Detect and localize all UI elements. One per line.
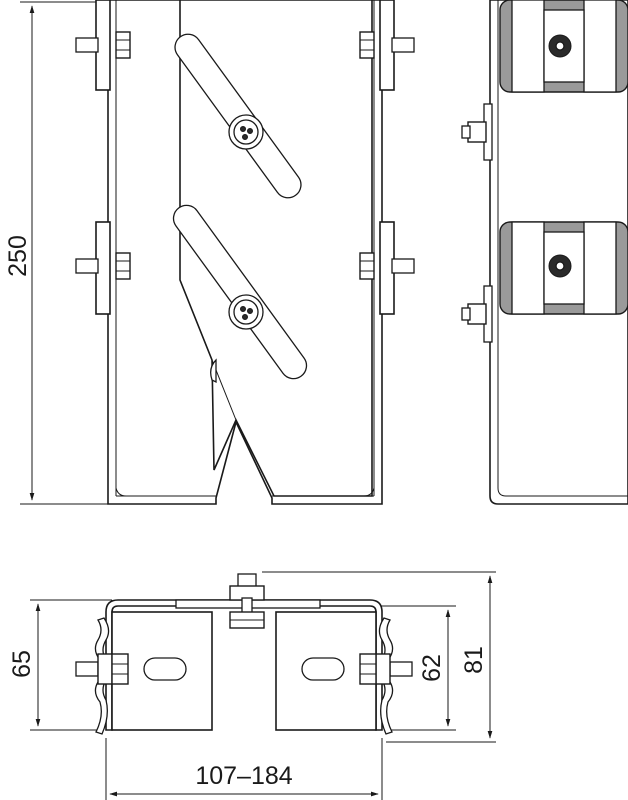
clamp-block-upper bbox=[499, 0, 628, 93]
side-bolt-upper bbox=[461, 103, 493, 161]
guide-notch bbox=[210, 358, 217, 384]
slot-screw-upper bbox=[228, 114, 264, 150]
dimension-62-label: 62 bbox=[418, 654, 446, 682]
side-bolt-lower bbox=[461, 285, 493, 343]
clamp-block-lower bbox=[499, 221, 628, 315]
dimension-65-label: 65 bbox=[8, 650, 36, 678]
slot-lower bbox=[172, 204, 308, 380]
bottom-view: 65 62 81 107–184 bbox=[8, 571, 496, 800]
slot-left bbox=[143, 657, 187, 681]
bolt-right-lower bbox=[359, 252, 415, 280]
side-view bbox=[461, 0, 628, 505]
dimension-81-label: 81 bbox=[460, 646, 488, 674]
side-bolt-left bbox=[75, 653, 129, 685]
bolt-right-upper bbox=[359, 31, 415, 59]
dimension-250-label: 250 bbox=[4, 235, 32, 277]
bolt-left-lower bbox=[75, 252, 131, 280]
dimension-62: 62 bbox=[374, 605, 456, 731]
dimension-width-label: 107–184 bbox=[195, 762, 292, 790]
dimension-width: 107–184 bbox=[105, 738, 383, 800]
slot-upper bbox=[174, 33, 302, 199]
dimension-65: 65 bbox=[8, 599, 112, 731]
slot-right bbox=[301, 657, 345, 681]
side-bolt-right bbox=[359, 653, 413, 685]
dimension-250: 250 bbox=[4, 1, 108, 505]
bolt-left-upper bbox=[75, 31, 131, 59]
slot-screw-lower bbox=[228, 294, 264, 330]
dimension-81: 81 bbox=[262, 571, 496, 743]
center-bolt bbox=[229, 573, 265, 629]
front-view: 250 bbox=[4, 0, 415, 505]
